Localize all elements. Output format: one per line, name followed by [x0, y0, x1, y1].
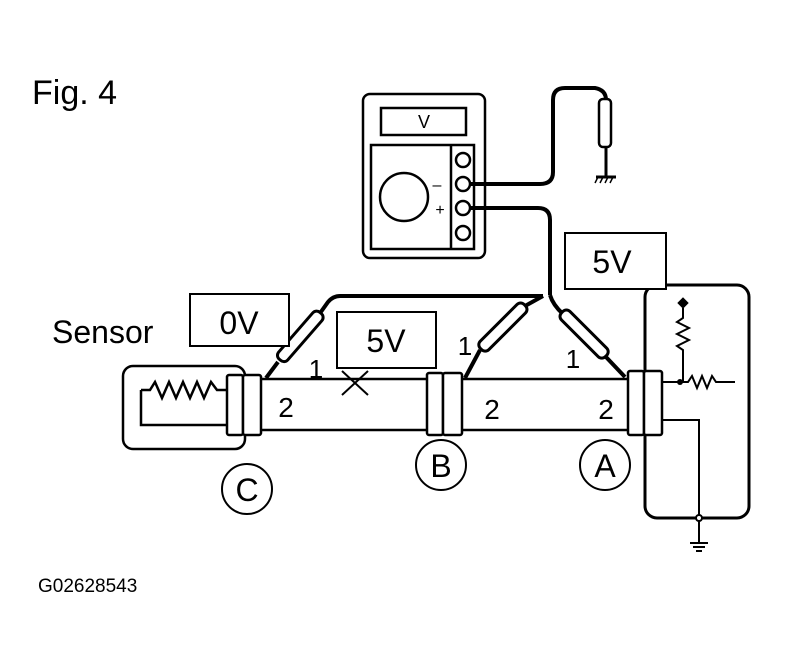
lead-to-a — [548, 294, 565, 316]
pin-a-2: 2 — [598, 394, 614, 425]
selector-dial — [378, 171, 430, 223]
connector-id-b: B — [430, 448, 451, 484]
plus-label: + — [435, 202, 444, 219]
connector-id-c-circle — [221, 463, 273, 515]
terminal-minus — [454, 175, 472, 193]
negative-lead — [470, 86, 608, 186]
probe-c — [264, 309, 325, 380]
terminal-4 — [454, 224, 472, 242]
probe-a — [558, 308, 627, 379]
multimeter-display — [379, 106, 468, 137]
terminal-plus — [454, 199, 472, 217]
voltage-box-c — [189, 293, 290, 347]
lead-to-c — [316, 294, 543, 318]
lead-to-b — [524, 294, 544, 308]
chassis-ground-icon — [594, 176, 614, 184]
figure-code: G02628543 — [38, 576, 137, 597]
voltage-label-c: 0V — [219, 305, 259, 341]
meter-display-unit: V — [418, 112, 430, 132]
voltage-label-open: 5V — [366, 323, 406, 359]
voltage-label-ecu: 5V — [592, 244, 632, 280]
connector-b — [425, 371, 464, 437]
pin-c-2: 2 — [278, 392, 294, 423]
connector-a — [626, 369, 664, 437]
connector-id-c: C — [235, 472, 258, 508]
probe-b — [463, 301, 529, 379]
connector-id-a: A — [594, 448, 616, 484]
terminal-1 — [454, 151, 472, 169]
pin-c-1: 1 — [309, 354, 323, 384]
voltage-box-ecu — [564, 232, 667, 290]
figure-title: Fig. 4 — [32, 74, 117, 112]
sensor-resistor-icon — [141, 378, 228, 402]
multimeter — [361, 92, 487, 260]
voltage-box-open — [336, 311, 437, 369]
open-circuit-mark — [341, 370, 369, 396]
connector-id-a-circle — [579, 439, 631, 491]
positive-lead — [470, 206, 552, 295]
sensor-label: Sensor — [52, 314, 154, 350]
minus-label: – — [433, 177, 442, 194]
pin-b-1: 1 — [458, 331, 472, 361]
vcc-terminal-icon — [677, 297, 689, 309]
pin-b-2: 2 — [484, 394, 500, 425]
connector-c — [225, 373, 263, 437]
pullup-resistor-icon — [674, 308, 692, 382]
multimeter-body — [361, 92, 487, 260]
connector-id-b-circle — [415, 439, 467, 491]
pin-a-1: 1 — [566, 344, 580, 374]
harness — [262, 377, 628, 432]
input-resistor-icon — [662, 373, 735, 391]
multimeter-panel — [369, 143, 476, 251]
ground-icon — [690, 542, 708, 552]
ground-probe — [594, 97, 616, 184]
